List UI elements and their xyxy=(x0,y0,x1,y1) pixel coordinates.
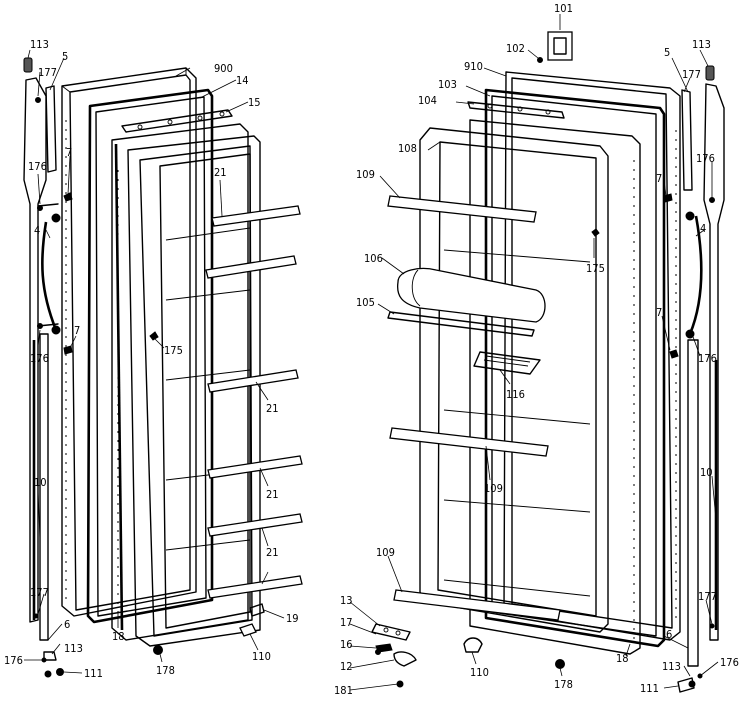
right-breaker-strip xyxy=(467,101,565,119)
callout-108: 108 xyxy=(398,142,417,155)
callout-910: 910 xyxy=(464,60,483,73)
callout-181: 181 xyxy=(334,684,353,697)
callout-6: 6 xyxy=(666,628,672,641)
callout-16: 16 xyxy=(340,638,353,651)
callout-111: 111 xyxy=(84,667,103,680)
callout-177: 177 xyxy=(698,590,717,603)
callout-18: 18 xyxy=(112,630,125,643)
callout-21: 21 xyxy=(214,166,227,179)
callout-10: 10 xyxy=(700,466,713,479)
callout-5: 5 xyxy=(62,50,68,63)
callout-13: 13 xyxy=(340,594,353,607)
callout-6: 6 xyxy=(64,618,70,631)
right-door-handle xyxy=(685,211,703,339)
callout-176: 176 xyxy=(28,160,47,173)
callout-101: 101 xyxy=(554,2,573,15)
left-door-handle xyxy=(37,203,61,335)
left-breaker-strip xyxy=(121,109,233,133)
callout-175: 175 xyxy=(586,262,605,275)
right-hinge-hardware xyxy=(371,623,565,688)
callout-7: 7 xyxy=(74,324,80,337)
right-trim-strips xyxy=(681,83,725,667)
right-top-hardware xyxy=(537,31,715,693)
callout-10: 10 xyxy=(34,476,47,489)
left-outer-door-panel xyxy=(61,67,197,617)
callout-7: 7 xyxy=(656,172,662,185)
callout-12: 12 xyxy=(340,660,353,673)
callout-109: 109 xyxy=(484,482,503,495)
callout-109: 109 xyxy=(376,546,395,559)
right-inner-frame xyxy=(469,119,641,655)
callout-178: 178 xyxy=(554,678,573,691)
callout-176: 176 xyxy=(4,654,23,667)
callout-110: 110 xyxy=(252,650,271,663)
callout-116: 116 xyxy=(506,388,525,401)
callout-178: 178 xyxy=(156,664,175,677)
callout-113: 113 xyxy=(692,38,711,51)
left-door-liner xyxy=(127,135,261,647)
callout-21: 21 xyxy=(266,546,279,559)
left-door-gasket xyxy=(86,88,214,624)
callout-14: 14 xyxy=(236,74,249,87)
left-door-assembly xyxy=(23,57,303,678)
callout-104: 104 xyxy=(418,94,437,107)
callout-15: 15 xyxy=(248,96,261,109)
callout-110: 110 xyxy=(470,666,489,679)
callout-177: 177 xyxy=(682,68,701,81)
callout-111: 111 xyxy=(640,682,659,695)
left-shelf-bars xyxy=(205,205,303,599)
callout-176: 176 xyxy=(30,352,49,365)
callout-7: 7 xyxy=(656,306,662,319)
callout-900: 900 xyxy=(214,62,233,75)
callout-4: 4 xyxy=(34,224,40,237)
callout-113: 113 xyxy=(64,642,83,655)
callout-4: 4 xyxy=(700,222,706,235)
callout-103: 103 xyxy=(438,78,457,91)
callout-102: 102 xyxy=(506,42,525,55)
callout-labels: 113 5 177 900 14 15 7 176 4 21 175 176 7… xyxy=(4,2,739,697)
callout-175: 175 xyxy=(164,344,183,357)
left-bottom-parts xyxy=(153,603,265,655)
right-dairy-compartment xyxy=(387,267,546,375)
callout-113: 113 xyxy=(30,38,49,51)
callout-176: 176 xyxy=(696,152,715,165)
callout-105: 105 xyxy=(356,296,375,309)
right-shelf-bars xyxy=(387,195,561,621)
callout-113: 113 xyxy=(662,660,681,673)
callout-176: 176 xyxy=(698,352,717,365)
callout-106: 106 xyxy=(364,252,383,265)
callout-21: 21 xyxy=(266,402,279,415)
leader-lines xyxy=(24,14,719,691)
callout-177: 177 xyxy=(38,66,57,79)
callout-21: 21 xyxy=(266,488,279,501)
callout-177: 177 xyxy=(30,586,49,599)
callout-18: 18 xyxy=(616,652,629,665)
callout-7: 7 xyxy=(66,146,72,159)
callout-19: 19 xyxy=(286,612,299,625)
callout-5: 5 xyxy=(664,46,670,59)
right-door-assembly xyxy=(371,31,725,693)
callout-17: 17 xyxy=(340,616,353,629)
callout-176: 176 xyxy=(720,656,739,669)
callout-109: 109 xyxy=(356,168,375,181)
